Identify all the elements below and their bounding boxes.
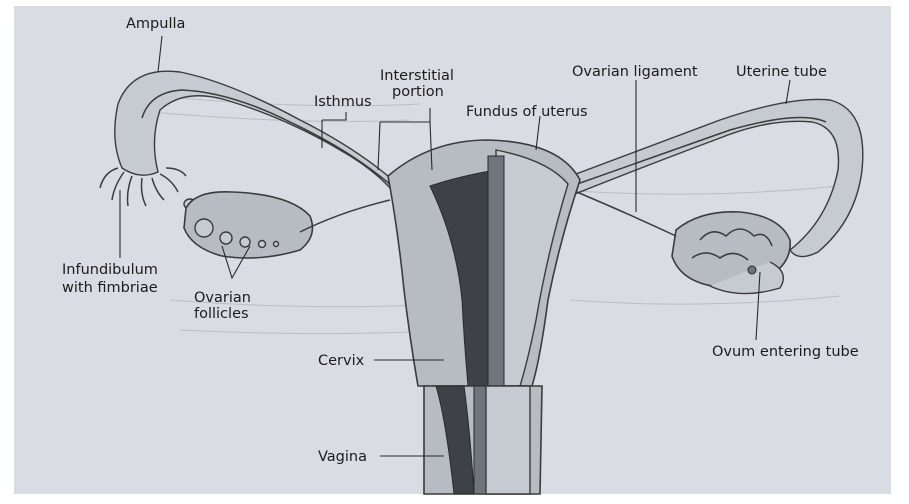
label-uterine-tube: Uterine tube: [736, 64, 827, 80]
label-fundus: Fundus of uterus: [466, 104, 588, 120]
label-infundibulum-1: Infundibulum: [62, 262, 158, 278]
label-ovarian-ligament: Ovarian ligament: [572, 64, 698, 80]
label-ovarian-follicles-1: Ovarian: [194, 290, 251, 306]
label-vagina: Vagina: [318, 449, 367, 465]
label-interstitial-2: portion: [392, 84, 444, 100]
label-infundibulum-2: with fimbriae: [62, 280, 158, 296]
left-ovary: [183, 191, 391, 259]
label-ovum: Ovum entering tube: [712, 344, 859, 360]
label-ampulla: Ampulla: [126, 16, 185, 32]
follicle: [257, 239, 267, 249]
label-interstitial-1: Interstitial: [380, 68, 454, 84]
leader-lines: [119, 35, 791, 457]
label-ovarian-follicles-2: follicles: [194, 306, 249, 322]
cervix-vagina: [423, 385, 543, 495]
left-uterine-tube: [114, 70, 404, 191]
follicle: [194, 218, 214, 238]
label-isthmus: Isthmus: [314, 94, 372, 110]
right-ovary: [571, 189, 791, 295]
right-uterine-tube: [558, 98, 864, 258]
follicle: [239, 236, 251, 248]
uterus: [387, 139, 581, 387]
ovum: [747, 265, 757, 275]
follicle: [219, 231, 233, 245]
label-cervix: Cervix: [318, 353, 365, 369]
follicle: [272, 240, 280, 248]
